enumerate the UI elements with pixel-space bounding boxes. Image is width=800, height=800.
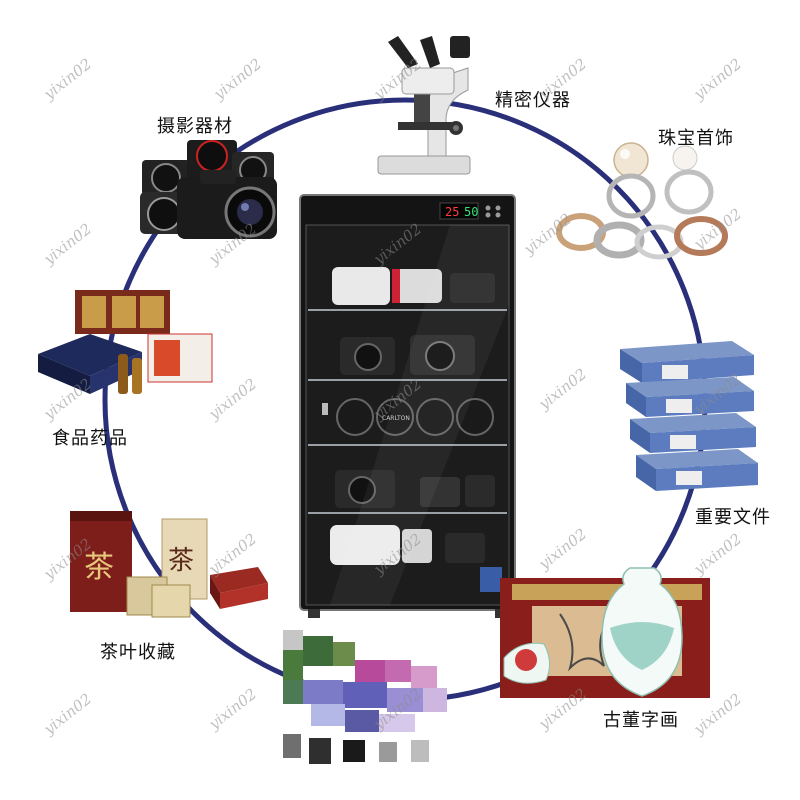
label-instruments: 精密仪器 [495,90,571,111]
label-food-medicine: 食品药品 [52,428,128,449]
svg-text:茶: 茶 [168,546,194,576]
vase-icon [500,567,710,698]
microscope-icon [377,36,471,175]
label-jewelry: 珠宝首饰 [658,128,734,149]
food-box-icon [38,290,213,394]
label-photography: 摄影器材 [157,116,233,137]
label-documents: 重要文件 [695,507,771,528]
pixelated-area [283,630,447,764]
binder-icon [620,341,758,491]
dry-cabinet: 25 50 CARLTON [299,194,516,618]
camera-lens-icon [140,140,277,239]
label-tea: 茶叶收藏 [100,642,176,663]
lens-brand: CARLTON [382,415,410,422]
tea-box-icon: 茶 茶 [70,511,268,618]
cabinet-display: 25 [445,205,459,219]
label-antiques: 古董字画 [603,710,679,731]
svg-text:50: 50 [464,205,478,219]
tea-char: 茶 [84,550,114,585]
ring-icon [556,142,728,260]
